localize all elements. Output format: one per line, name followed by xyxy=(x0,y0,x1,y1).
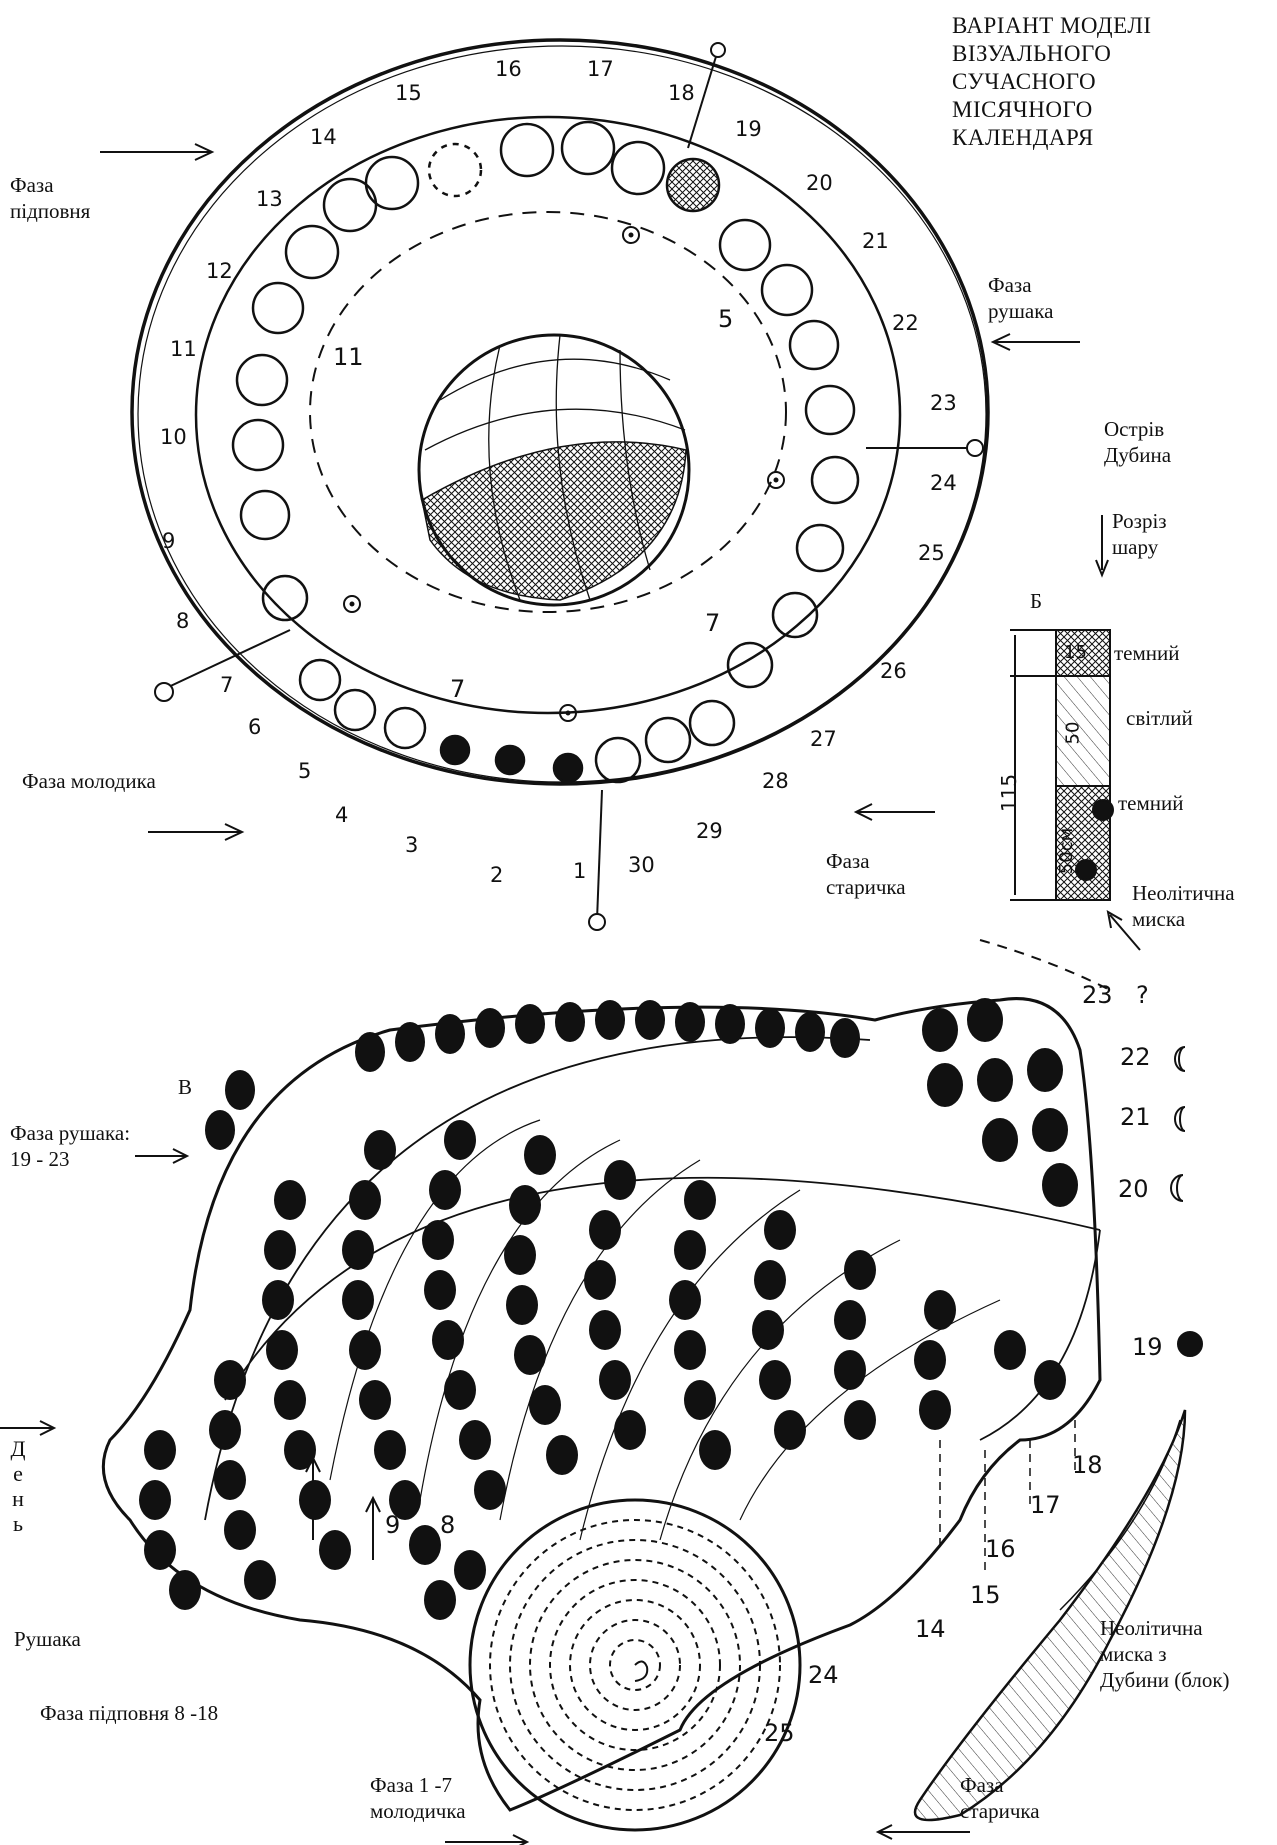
layer-name: темний xyxy=(1118,790,1184,816)
day-number: 4 xyxy=(335,802,348,828)
layer-name: темний xyxy=(1114,640,1180,666)
outer-ring-double xyxy=(138,46,986,782)
day-number: 20 xyxy=(806,170,833,196)
right-moon-note: ? xyxy=(1136,982,1149,1008)
bowl-outline xyxy=(103,999,1100,1810)
day-number: 3 xyxy=(405,832,418,858)
title-line: КАЛЕНДАРЯ xyxy=(952,124,1152,152)
day-number: 11 xyxy=(170,336,197,362)
right-moons xyxy=(1171,1047,1202,1356)
waning-range-label: Фаза рушака: 19 - 23 xyxy=(10,1120,130,1172)
day-number: 22 xyxy=(892,310,919,336)
day-number: 19 xyxy=(735,116,762,142)
title-line: ВАРІАНТ МОДЕЛІ xyxy=(952,12,1152,40)
bottom-letter: В xyxy=(178,1074,192,1100)
day-number: 12 xyxy=(206,258,233,284)
layer-depth: 50 xyxy=(1060,722,1086,745)
inner-number: 7 xyxy=(705,610,720,636)
cut-label: Розріз шару xyxy=(1112,508,1167,560)
day-mark: 15 xyxy=(970,1582,1001,1608)
right-moon-day: 19 xyxy=(1132,1334,1163,1360)
day-number: 27 xyxy=(810,726,837,752)
inner-number: 5 xyxy=(718,306,733,332)
day-number: 30 xyxy=(628,852,655,878)
day-number: 10 xyxy=(160,424,187,450)
day-number: 5 xyxy=(298,758,311,784)
day-number: 16 xyxy=(495,56,522,82)
full-moon-phase-label: Фаза підповня xyxy=(10,172,90,224)
old-phase-bottom-label: Фаза старичка xyxy=(960,1772,1040,1824)
new-phase-label: Фаза 1 -7 молодичка xyxy=(370,1772,466,1824)
layer-depth: 15 xyxy=(1064,640,1087,666)
day-number: 1 xyxy=(573,858,586,884)
day-mark: 17 xyxy=(1030,1492,1061,1518)
day-mark: 9 xyxy=(385,1512,400,1538)
right-moon-day: 23 xyxy=(1082,982,1113,1008)
day-number: 25 xyxy=(918,540,945,566)
diagram-title: ВАРІАНТ МОДЕЛІ ВІЗУАЛЬНОГО СУЧАСНОГО МІС… xyxy=(952,12,1152,152)
bowl-label: Неолітична миска xyxy=(1132,880,1235,932)
old-phase-label: Фаза старичка xyxy=(826,848,906,900)
day-number: 13 xyxy=(256,186,283,212)
right-moon-day: 21 xyxy=(1120,1104,1151,1130)
day-mark: 14 xyxy=(915,1616,946,1642)
day-number: 26 xyxy=(880,658,907,684)
inner-number: 7 xyxy=(450,676,465,702)
day-mark: 18 xyxy=(1072,1452,1103,1478)
layer-depth: 50см xyxy=(1054,828,1080,874)
day-number: 9 xyxy=(162,528,175,554)
day-number: 29 xyxy=(696,818,723,844)
day-number: 28 xyxy=(762,768,789,794)
section-total: 115 xyxy=(996,774,1022,812)
right-moon-day: 22 xyxy=(1120,1044,1151,1070)
full-phase-label: Фаза підповня 8 -18 xyxy=(40,1700,218,1726)
day-number: 24 xyxy=(930,470,957,496)
day-number: 18 xyxy=(668,80,695,106)
day-vertical-label: Д е н ь xyxy=(8,1436,28,1536)
waning-phase-label: Фаза рушака xyxy=(988,272,1053,324)
right-moon-day: 20 xyxy=(1118,1176,1149,1202)
title-line: СУЧАСНОГО xyxy=(952,68,1152,96)
day-number: 6 xyxy=(248,714,261,740)
day-number: 23 xyxy=(930,390,957,416)
inner-number: 11 xyxy=(333,344,364,370)
middle-ring xyxy=(196,117,900,713)
island-label: Острів Дубина xyxy=(1104,416,1171,468)
title-line: МІСЯЧНОГО xyxy=(952,96,1152,124)
bowl-block-label: Неолітична миска з Дубини (блок) xyxy=(1100,1615,1230,1693)
day-mark: 25 xyxy=(764,1720,795,1746)
day-mark: 16 xyxy=(985,1536,1016,1562)
waning-word-label: Рушака xyxy=(14,1626,81,1652)
day-number: 7 xyxy=(220,672,233,698)
layer-name: світлий xyxy=(1126,705,1193,731)
section-letter: Б xyxy=(1030,588,1042,614)
day-number: 2 xyxy=(490,862,503,888)
title-line: ВІЗУАЛЬНОГО xyxy=(952,40,1152,68)
day-mark: 8 xyxy=(440,1512,455,1538)
day-number: 14 xyxy=(310,124,337,150)
day-mark: 24 xyxy=(808,1662,839,1688)
day-number: 17 xyxy=(587,56,614,82)
day-number: 21 xyxy=(862,228,889,254)
day-number: 15 xyxy=(395,80,422,106)
day-number: 8 xyxy=(176,608,189,634)
new-moon-phase-label: Фаза молодика xyxy=(22,768,156,794)
